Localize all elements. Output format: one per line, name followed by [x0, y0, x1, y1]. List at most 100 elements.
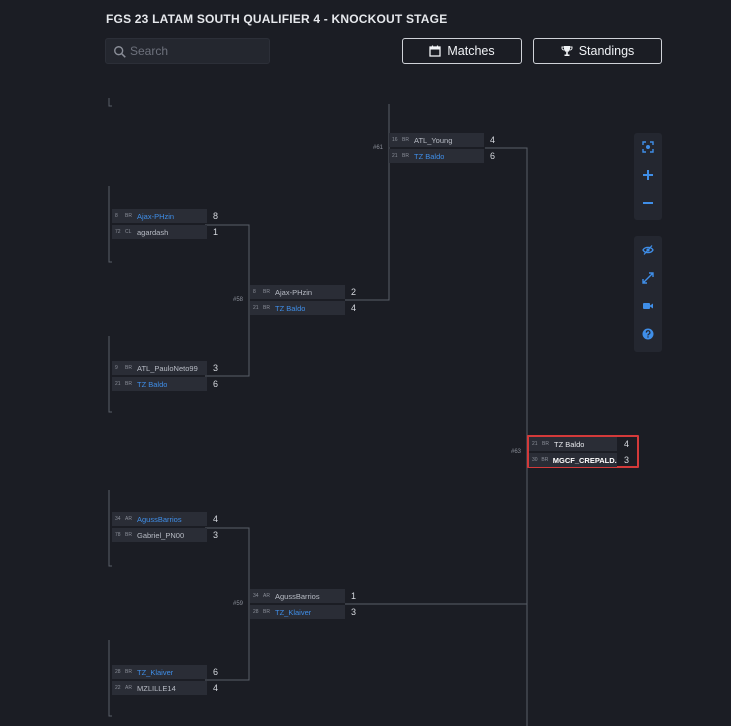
player-score: 3 — [624, 455, 630, 465]
final-highlight — [527, 435, 639, 468]
player-seed: 21 — [253, 305, 259, 311]
player-score: 6 — [490, 151, 496, 161]
zoom-out-button[interactable] — [634, 189, 662, 217]
player-name: TZ Baldo — [414, 151, 445, 161]
match-number: #58 — [233, 297, 244, 303]
player-seed: 22 — [115, 685, 121, 691]
player-country: BR — [541, 457, 549, 463]
player-row[interactable]: 16 BR ATL_Young 4 — [389, 133, 539, 147]
page-title: FGS 23 LATAM SOUTH QUALIFIER 4 - KNOCKOU… — [106, 12, 448, 26]
visibility-icon — [642, 245, 654, 255]
player-score: 4 — [490, 135, 496, 145]
options-toolbar — [634, 236, 662, 352]
player-seed: 8 — [253, 289, 256, 295]
search-box[interactable] — [105, 38, 270, 64]
player-country: BR — [263, 305, 270, 311]
zoom-out-icon — [643, 202, 653, 204]
help-button[interactable] — [634, 320, 662, 348]
camera-icon — [643, 303, 653, 309]
player-score: 4 — [213, 514, 219, 524]
player-score: 6 — [213, 667, 219, 677]
player-name: Ajax-PHzin — [275, 287, 313, 297]
focus-icon — [642, 141, 654, 153]
player-score: 4 — [351, 303, 357, 313]
stream-button[interactable] — [634, 292, 662, 320]
player-row[interactable]: 21 BR TZ Baldo 6 — [112, 377, 262, 391]
player-name: TZ Baldo — [137, 379, 168, 389]
player-score: 3 — [351, 607, 357, 617]
player-country: BR — [263, 289, 270, 295]
help-icon — [642, 328, 654, 340]
match-number: #59 — [233, 601, 244, 607]
fullscreen-button[interactable] — [634, 264, 662, 292]
calendar-icon — [429, 45, 442, 57]
search-icon — [114, 46, 126, 58]
zoom-in-button[interactable] — [634, 161, 662, 189]
player-name: ATL_PauloNeto99 — [137, 363, 198, 373]
zoom-in-icon — [643, 170, 653, 180]
player-score: 4 — [213, 683, 219, 693]
player-seed: 78 — [115, 532, 121, 538]
player-name: TZ_Klaiver — [275, 607, 312, 617]
player-name: TZ Baldo — [275, 303, 306, 313]
expand-icon — [642, 272, 654, 284]
player-country: BR — [125, 669, 132, 675]
player-country: BR — [125, 365, 132, 371]
player-seed: 34 — [115, 516, 121, 522]
player-seed: 30 — [532, 457, 538, 463]
search-input[interactable] — [130, 39, 265, 63]
player-seed: 28 — [253, 609, 259, 615]
fit-view-button[interactable] — [634, 133, 662, 161]
toggle-visibility-button[interactable] — [634, 236, 662, 264]
player-score: 6 — [213, 379, 219, 389]
trophy-icon — [561, 46, 573, 56]
player-name: Ajax-PHzin — [137, 211, 175, 221]
player-seed: 21 — [532, 441, 538, 447]
player-name: ATL_Young — [414, 135, 453, 145]
player-seed: 28 — [115, 669, 121, 675]
player-seed: 21 — [115, 381, 121, 387]
player-name: TZ Baldo — [554, 439, 585, 449]
player-row[interactable]: 21 BR TZ Baldo 4 — [250, 301, 400, 315]
player-score: 4 — [624, 439, 630, 449]
standings-label: Standings — [578, 44, 635, 58]
matches-label: Matches — [447, 44, 495, 58]
matches-button[interactable]: Matches — [402, 38, 522, 64]
match-number: #63 — [511, 449, 522, 455]
player-name: agardash — [137, 227, 169, 237]
player-country: BR — [402, 137, 409, 143]
player-seed: 72 — [115, 229, 121, 235]
player-seed: 16 — [392, 137, 398, 143]
match-number: #61 — [373, 145, 384, 151]
player-name: MZLILLE14 — [137, 683, 176, 693]
player-seed: 9 — [115, 365, 118, 371]
player-country: BR — [125, 381, 132, 387]
player-country: AR — [263, 593, 270, 599]
player-score: 8 — [213, 211, 219, 221]
standings-button[interactable]: Standings — [533, 38, 662, 64]
player-name: AgussBarrios — [275, 591, 320, 601]
player-country: CL — [125, 229, 132, 235]
